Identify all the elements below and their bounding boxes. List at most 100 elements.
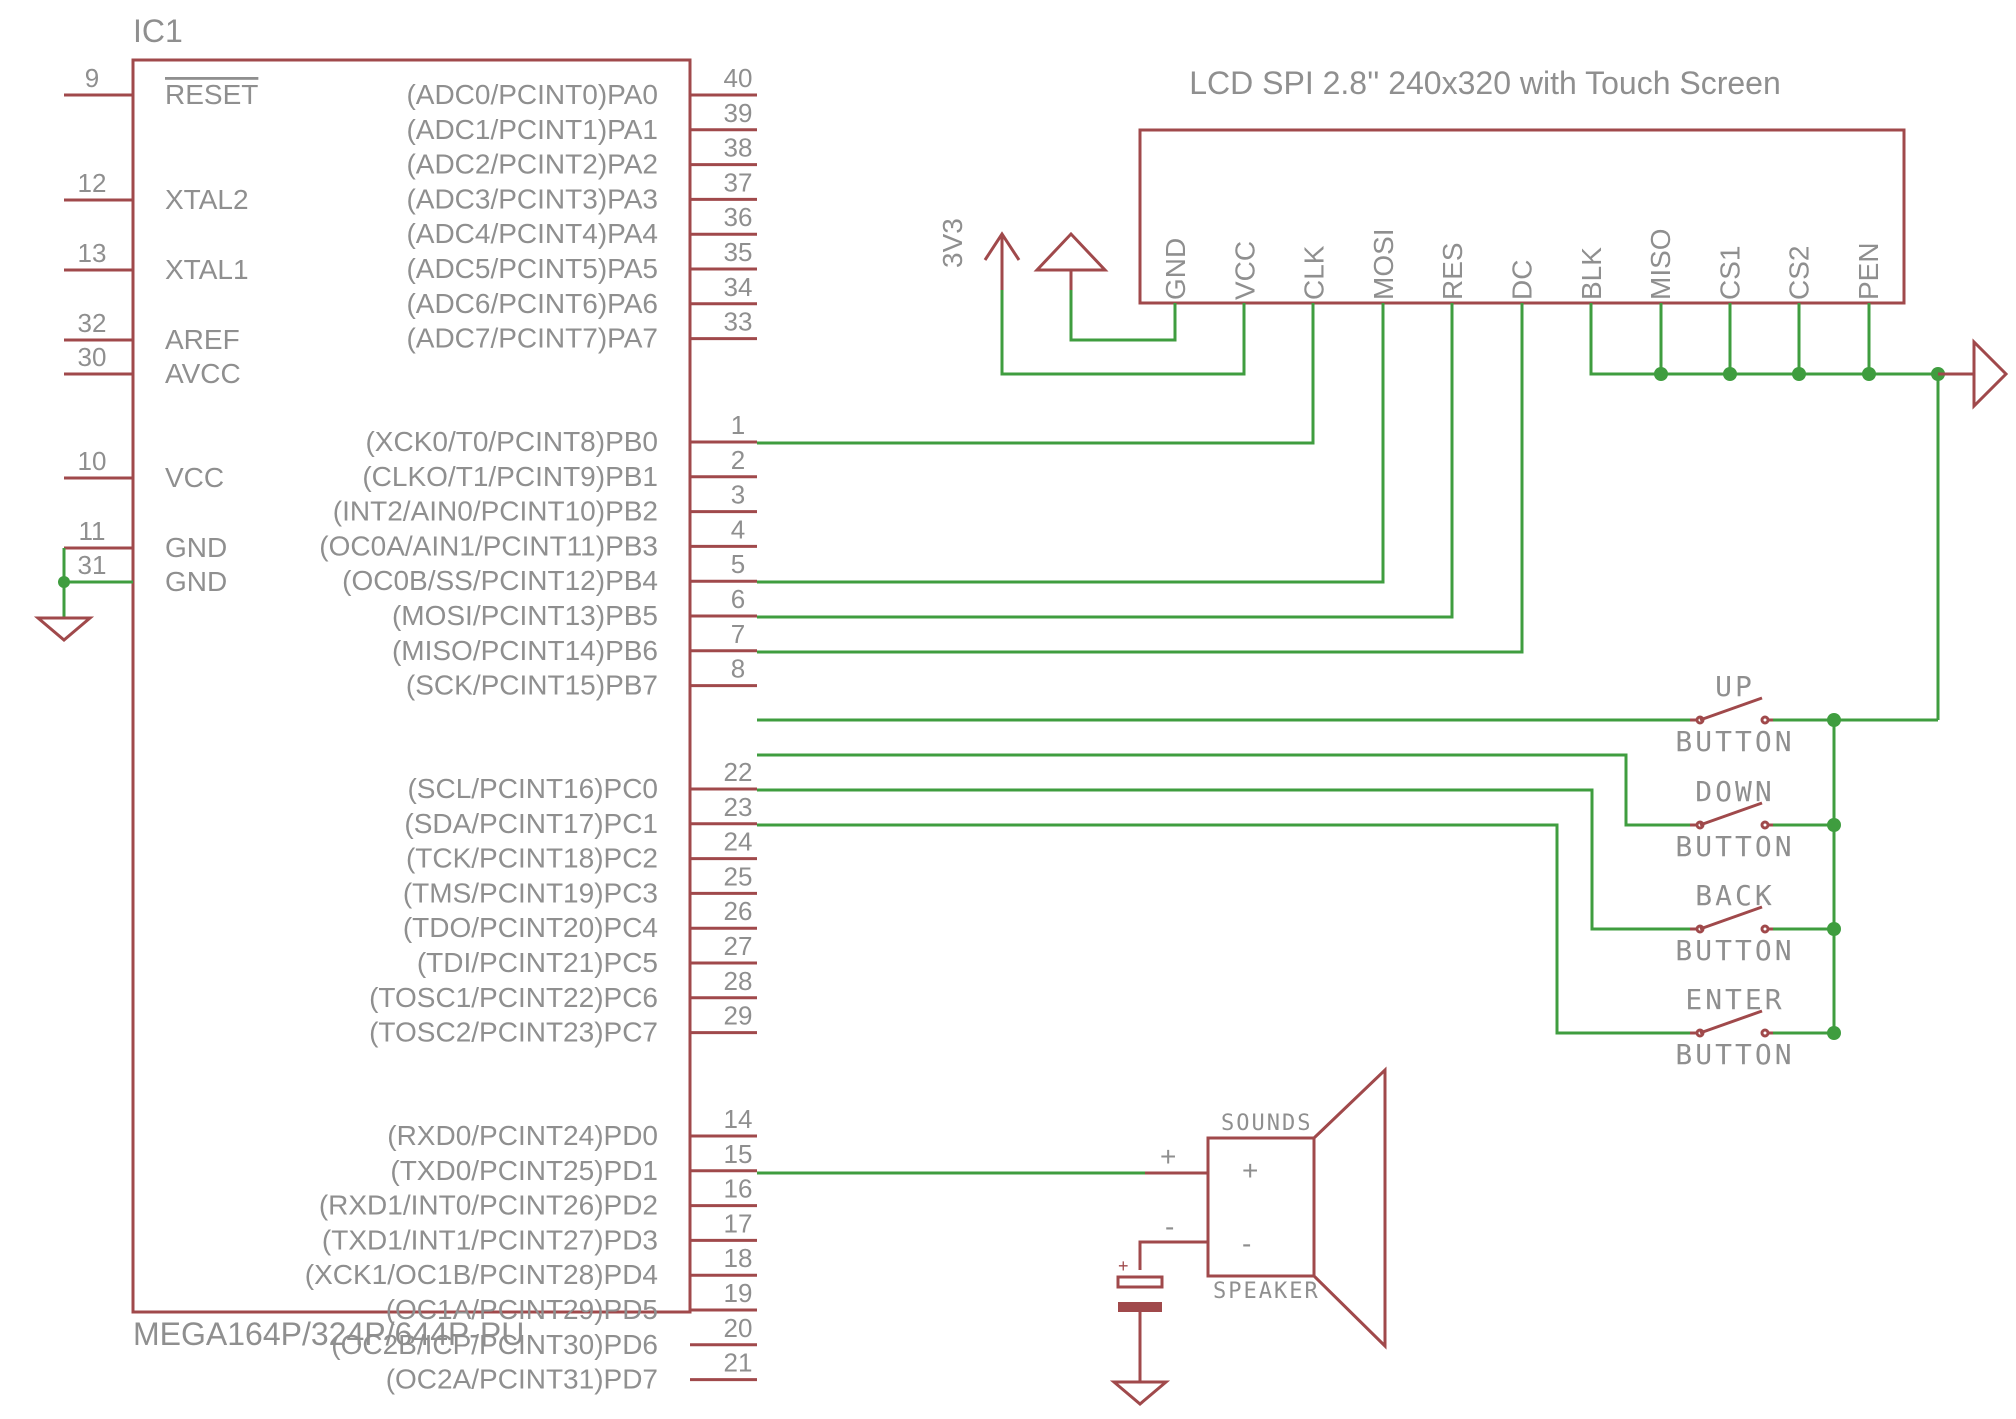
cap-plus: + — [1118, 1256, 1129, 1276]
ground-icon — [1109, 1380, 1171, 1406]
pin-number: 28 — [724, 966, 753, 996]
junction-dot — [1792, 367, 1806, 381]
pin-number: 16 — [724, 1174, 753, 1204]
junction-dot — [1827, 922, 1841, 936]
ic-right-pin: 2(CLKO/T1/PCINT9)PB1 — [362, 445, 757, 492]
button-label: BACK — [1695, 879, 1774, 912]
speaker-bottom-label: SPEAKER — [1213, 1279, 1320, 1304]
lcd-pin-label: VCC — [1229, 241, 1260, 300]
pin-number: 34 — [724, 272, 753, 302]
pin-name: (XCK1/OC1B/PCINT28)PD4 — [305, 1259, 658, 1290]
pin-name: (TOSC2/PCINT23)PC7 — [369, 1017, 658, 1048]
ic-right-pin: 28 (TOSC1/PCINT22)PC6 — [369, 966, 757, 1013]
pin-name: (SCK/PCINT15)PB7 — [406, 670, 658, 701]
ic-right-pin: 37(ADC3/PCINT3)PA3 — [406, 167, 757, 214]
lcd-pin-label: CS2 — [1784, 246, 1815, 300]
pin-name: (ADC4/PCINT4)PA4 — [406, 218, 658, 249]
lcd-pin-label: MISO — [1645, 228, 1676, 300]
capacitor-icon — [1116, 1275, 1164, 1289]
lcd-gnd-symbol — [1033, 231, 1109, 290]
pin-number: 11 — [79, 516, 106, 546]
button-label: DOWN — [1695, 775, 1774, 808]
pin-name: (TMS/PCINT19)PC3 — [403, 877, 658, 908]
pin-name: (ADC7/PCINT7)PA7 — [406, 323, 658, 354]
lcd-module: LCD SPI 2.8'' 240x320 with Touch Screen … — [1138, 65, 1906, 305]
switch-icon — [1699, 905, 1763, 931]
pin-number: 4 — [731, 514, 745, 544]
pin-name: GND — [165, 532, 227, 563]
button-sublabel: BUTTON — [1675, 934, 1794, 967]
ic-right-pin: 40(ADC0/PCINT0)PA0 — [406, 63, 757, 110]
speaker: SOUNDS SPEAKER + - + - + — [1109, 1066, 1387, 1406]
button-sublabel: BUTTON — [1675, 830, 1794, 863]
pin-number: 29 — [724, 1001, 753, 1031]
ic-right-pin: 16(RXD1/INT0/PCINT26)PD2 — [319, 1174, 757, 1221]
pin-name: GND — [165, 566, 227, 597]
ic-right-pin: 34 (ADC6/PCINT6)PA6 — [406, 272, 757, 319]
ic-right-pin: 26(TDO/PCINT20)PC4 — [403, 896, 757, 943]
pin-number: 6 — [731, 584, 745, 614]
pin-number: 38 — [724, 133, 753, 163]
ic-right-pin: 22(SCL/PCINT16)PC0 — [407, 757, 757, 804]
ic-right-pin: 23(SDA/PCINT17)PC1 — [404, 792, 757, 839]
pin-number: 24 — [724, 827, 753, 857]
pin-number: 12 — [78, 168, 107, 198]
pin-number: 17 — [724, 1208, 753, 1238]
pin-number: 21 — [724, 1348, 753, 1378]
speaker-pin-plus: + — [1160, 1141, 1176, 1172]
pin-name: (MOSI/PCINT13)PB5 — [392, 600, 658, 631]
lcd-pin-label: GND — [1160, 238, 1191, 300]
ic-right-pin: 24(TCK/PCINT18)PC2 — [406, 827, 757, 874]
pin-number: 2 — [731, 445, 745, 475]
button-label: ENTER — [1685, 983, 1784, 1016]
button-back: BACK BUTTON — [1675, 879, 1794, 967]
pin-number: 9 — [85, 63, 99, 93]
supply-3v3: 3V3 — [937, 218, 1021, 290]
button-sublabel: BUTTON — [1675, 1038, 1794, 1071]
ic-right-pin: 8(SCK/PCINT15)PB7 — [406, 654, 757, 701]
pin-number: 22 — [724, 757, 753, 787]
switch-icon — [1699, 801, 1763, 827]
pin-name: (TXD0/PCINT25)PD1 — [390, 1155, 658, 1186]
pin-name: (OC2B/ICP/PCINT30)PD6 — [331, 1329, 658, 1360]
button-sublabel: BUTTON — [1675, 725, 1794, 758]
port-arrow-icon — [1972, 338, 2009, 410]
pin-name: (ADC5/PCINT5)PA5 — [406, 253, 658, 284]
capacitor-plate — [1118, 1302, 1162, 1312]
pin-name: XTAL2 — [165, 184, 249, 215]
pin-name: (ADC0/PCINT0)PA0 — [406, 79, 658, 110]
pin-name: (TOSC1/PCINT22)PC6 — [369, 982, 658, 1013]
pin-name: (ADC6/PCINT6)PA6 — [406, 288, 658, 319]
pin-number: 14 — [724, 1104, 753, 1134]
ic-right-pin: 25 (TMS/PCINT19)PC3 — [403, 861, 757, 908]
ic-right-pin: 39(ADC1/PCINT1)PA1 — [406, 98, 757, 145]
pin-number: 3 — [731, 480, 745, 510]
ground-icon — [1033, 231, 1109, 272]
lcd-pin-label: CLK — [1299, 245, 1330, 300]
pin-number: 25 — [724, 861, 753, 891]
ic-right-pin: 5(OC0B/SS/PCINT12)PB4 — [342, 549, 757, 596]
ic-right-pin: 6 (MOSI/PCINT13)PB5 — [392, 584, 757, 631]
pin-name: (SDA/PCINT17)PC1 — [404, 808, 658, 839]
ic-right-pin: 7(MISO/PCINT14)PB6 — [392, 619, 757, 666]
ic-ref: IC1 — [133, 13, 183, 49]
speaker-pin-minus: - — [1165, 1211, 1174, 1242]
junction-dot — [1827, 818, 1841, 832]
pin-number: 32 — [78, 308, 107, 338]
pin-number: 35 — [724, 237, 753, 267]
ic-right-pin: 18(XCK1/OC1B/PCINT28)PD4 — [305, 1243, 757, 1290]
supply-label: 3V3 — [937, 218, 968, 268]
pin-number: 33 — [724, 307, 753, 337]
pin-name: VCC — [165, 462, 224, 493]
junction-dot — [1654, 367, 1668, 381]
ic-right-pin: 29 (TOSC2/PCINT23)PC7 — [369, 1001, 757, 1048]
ic-right-pin: 36(ADC4/PCINT4)PA4 — [406, 202, 757, 249]
pin-name: (OC0A/AIN1/PCINT11)PB3 — [319, 530, 658, 561]
pin-name: (OC1A/PCINT29)PD5 — [386, 1294, 658, 1325]
